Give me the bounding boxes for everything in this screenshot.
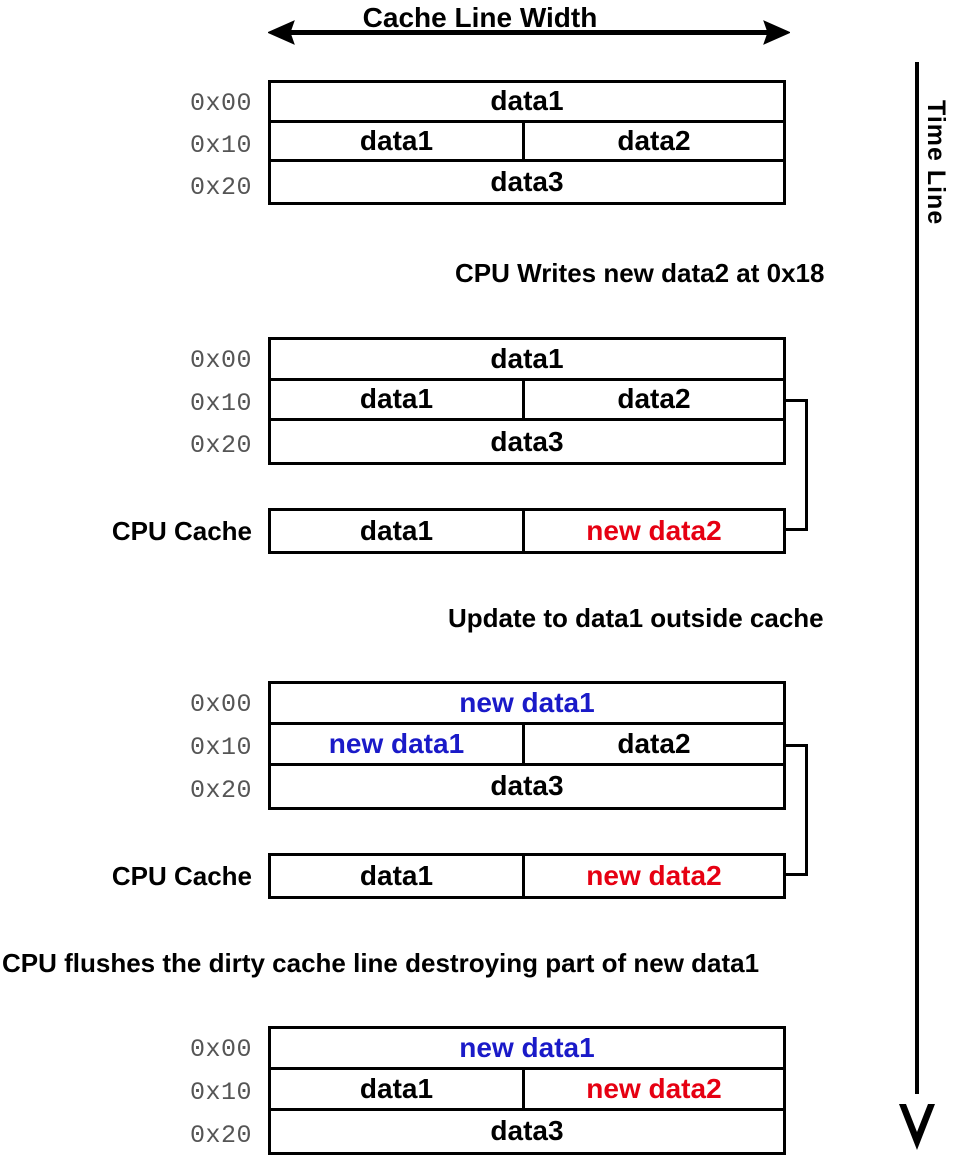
cell-value: data3 <box>490 770 564 802</box>
cell-value: data1 <box>359 383 434 415</box>
memory-table-step-2: data1 data1 data2 data3 <box>268 337 786 465</box>
address-label-0x00: 0x00 <box>189 1035 252 1064</box>
timeline-label: Time Line <box>922 100 950 226</box>
memory-cell: data2 <box>525 123 783 160</box>
memory-table-step-4: new data1 data1 new data2 data3 <box>268 1026 786 1155</box>
address-label-0x00: 0x00 <box>189 89 252 118</box>
memory-row-0x20: data3 <box>271 1111 783 1152</box>
memory-cell: data3 <box>271 1111 783 1152</box>
memory-cell: new data1 <box>271 684 783 722</box>
cell-value: new data1 <box>328 727 465 759</box>
cell-value: data1 <box>490 85 564 117</box>
memory-cell: data3 <box>271 421 783 462</box>
step-3-caption: CPU flushes the dirty cache line destroy… <box>2 948 760 978</box>
cell-value: data3 <box>490 425 564 457</box>
timeline-axis <box>915 62 919 1094</box>
cell-value: data1 <box>490 342 564 374</box>
down-arrow-icon <box>899 1104 935 1150</box>
cell-value: new data1 <box>459 686 595 718</box>
memory-table-step-1: data1 data1 data2 data3 <box>268 80 786 205</box>
cache-cell: data1 <box>271 856 525 896</box>
memory-cell: data3 <box>271 766 783 807</box>
step-1-caption: CPU Writes new data2 at 0x18 <box>455 258 825 288</box>
memory-row-0x10: data1 data2 <box>271 380 783 422</box>
cell-value: new data2 <box>586 1072 722 1104</box>
memory-cell: new data1 <box>271 724 525 763</box>
cpu-cache-line-step-3: data1 new data2 <box>268 853 786 899</box>
bracket-connector-icon <box>786 744 812 879</box>
page-title: Cache Line Width <box>362 2 598 33</box>
memory-row-0x00: data1 <box>271 340 783 381</box>
cell-value: new data1 <box>459 1031 595 1063</box>
cpu-cache-line-step-2: data1 new data2 <box>268 508 786 554</box>
memory-cell: data2 <box>525 381 783 419</box>
memory-row-0x00: new data1 <box>271 684 783 725</box>
cpu-cache-label: CPU Cache <box>111 861 252 891</box>
memory-cell: data1 <box>271 83 783 120</box>
memory-cell: data1 <box>271 340 783 378</box>
memory-row-0x20: data3 <box>271 421 783 462</box>
address-label-0x10: 0x10 <box>189 131 252 160</box>
memory-cell: new data1 <box>271 1029 783 1067</box>
cell-value: data1 <box>359 124 434 156</box>
cell-value: data1 <box>359 515 434 546</box>
cell-value: data1 <box>359 860 434 891</box>
cache-cell: data1 <box>271 511 525 551</box>
cell-value: data2 <box>617 124 691 156</box>
address-label-0x20: 0x20 <box>189 1121 252 1150</box>
cell-value: new data2 <box>586 860 722 891</box>
cache-cell: new data2 <box>525 511 783 551</box>
cache-line-width-double-arrow <box>268 20 790 45</box>
memory-cell: data2 <box>525 725 783 763</box>
bracket-connector-icon <box>786 399 812 534</box>
memory-row-0x00: data1 <box>271 83 783 123</box>
memory-cell: data3 <box>271 162 783 202</box>
step-2-caption: Update to data1 outside cache <box>448 603 824 633</box>
memory-cell: data1 <box>271 1069 525 1108</box>
cell-value: data3 <box>490 166 564 198</box>
cache-cell: new data2 <box>525 856 783 896</box>
address-label-0x20: 0x20 <box>189 776 252 805</box>
memory-cell: data1 <box>271 380 525 419</box>
memory-row-0x20: data3 <box>271 162 783 202</box>
address-label-0x20: 0x20 <box>189 431 252 460</box>
address-label-0x10: 0x10 <box>189 389 252 418</box>
memory-row-0x00: new data1 <box>271 1029 783 1070</box>
cell-value: data2 <box>617 727 691 759</box>
memory-cell: new data2 <box>525 1070 783 1108</box>
cpu-cache-label: CPU Cache <box>111 516 252 546</box>
memory-table-step-3: new data1 new data1 data2 data3 <box>268 681 786 810</box>
address-label-0x10: 0x10 <box>189 1078 252 1107</box>
memory-row-0x10: new data1 data2 <box>271 724 783 766</box>
memory-cell: data1 <box>271 122 525 160</box>
address-label-0x00: 0x00 <box>189 690 252 719</box>
address-label-0x20: 0x20 <box>189 173 252 202</box>
cell-value: data3 <box>490 1115 564 1147</box>
cell-value: new data2 <box>586 515 722 546</box>
memory-row-0x10: data1 new data2 <box>271 1069 783 1111</box>
address-label-0x00: 0x00 <box>189 346 252 375</box>
cell-value: data2 <box>617 383 691 415</box>
memory-row-0x20: data3 <box>271 766 783 807</box>
address-label-0x10: 0x10 <box>189 733 252 762</box>
memory-row-0x10: data1 data2 <box>271 122 783 163</box>
cell-value: data1 <box>359 1072 434 1104</box>
